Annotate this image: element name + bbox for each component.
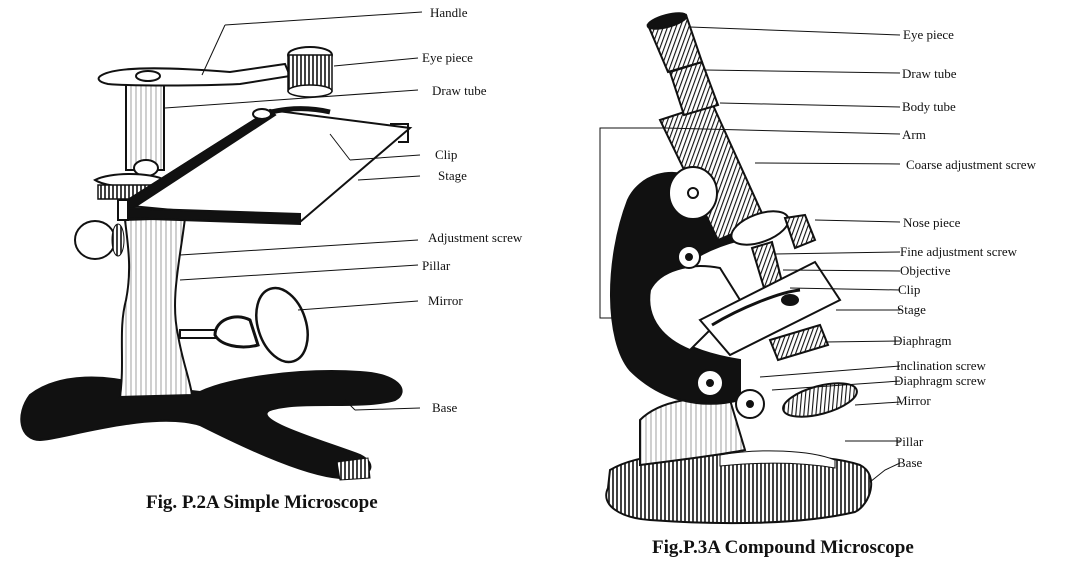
simple-handle: [97, 62, 292, 87]
compound-leader-lines: [599, 26, 901, 483]
simple-microscope-drawing: [20, 46, 413, 481]
simple-leader-lines: [164, 11, 423, 411]
compound-label-fine-adjustment-screw: Fine adjustment screw: [900, 244, 1017, 259]
compound-label-body-tube: Body tube: [902, 99, 956, 114]
simple-label-base: Base: [432, 400, 458, 415]
simple-adjustment-screw: [74, 220, 116, 260]
compound-label-coarse-adjustment-screw: Coarse adjustment screw: [906, 157, 1036, 172]
compound-pillar: [639, 397, 747, 467]
compound-microscope-drawing: [605, 12, 873, 525]
compound-clip: [711, 288, 801, 327]
compound-label-base: Base: [897, 455, 923, 470]
compound-diaphragm: [768, 323, 830, 362]
simple-label-mirror: Mirror: [428, 293, 463, 308]
compound-label-stage: Stage: [897, 302, 926, 317]
compound-label-eye-piece: Eye piece: [903, 27, 954, 42]
compound-label-pillar: Pillar: [895, 434, 924, 449]
simple-base: [20, 370, 403, 480]
simple-pillar: [118, 216, 194, 399]
compound-label-mirror: Mirror: [896, 393, 931, 408]
simple-microscope-caption: Fig. P.2A Simple Microscope: [146, 492, 378, 513]
simple-label-adjustment-screw: Adjustment screw: [428, 230, 523, 245]
simple-label-eye-piece: Eye piece: [422, 50, 473, 65]
compound-nose-piece: [783, 213, 817, 250]
simple-label-draw-tube: Draw tube: [432, 83, 487, 98]
simple-draw-tube: [125, 84, 165, 171]
simple-label-clip: Clip: [435, 147, 458, 162]
simple-label-pillar: Pillar: [422, 258, 451, 273]
compound-label-arm: Arm: [902, 127, 926, 142]
simple-label-stage: Stage: [438, 168, 467, 183]
compound-label-diaphragm: Diaphragm: [893, 333, 952, 348]
simple-label-handle: Handle: [430, 5, 468, 20]
compound-label-draw-tube: Draw tube: [902, 66, 957, 81]
compound-label-clip: Clip: [898, 282, 921, 297]
compound-label-inclination-screw: Inclination screw: [896, 358, 986, 373]
compound-mirror: [782, 382, 858, 418]
compound-label-diaphragm-screw: Diaphragm screw: [894, 373, 987, 388]
compound-microscope-caption: Fig.P.3A Compound Microscope: [652, 537, 914, 558]
simple-mirror: [255, 286, 309, 364]
compound-label-objective: Objective: [900, 263, 951, 278]
compound-label-nose-piece: Nose piece: [903, 215, 961, 230]
compound-stage: [698, 260, 842, 357]
